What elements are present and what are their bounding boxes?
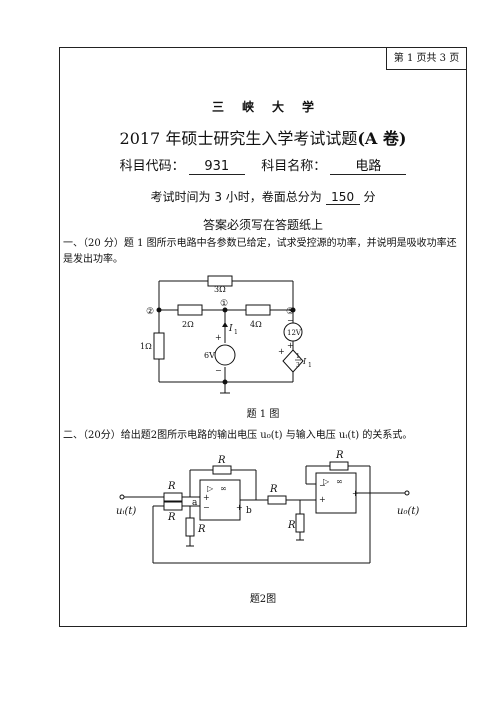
resistor-3ohm	[207, 275, 233, 287]
time-text: 考试时间为 3 小时，卷面总分为	[150, 190, 322, 204]
label-current-sub: 1	[234, 329, 238, 336]
opamp-1	[199, 479, 241, 521]
label-node-1: ①	[220, 299, 228, 309]
exam-title: 2017 年硕士研究生入学考试试题(A 卷)	[60, 125, 466, 149]
opamp2-inf: ∞	[336, 477, 343, 486]
opamp1-out-plus: +	[236, 503, 243, 512]
label-r-input: R	[167, 481, 176, 492]
opamp2-out-plus: +	[352, 489, 359, 498]
label-node-a: a	[192, 498, 198, 508]
subject-name: 电路	[330, 155, 407, 175]
opamp1-minus: −	[203, 503, 210, 512]
opamp-2	[315, 472, 357, 514]
label-dep-sub: 1	[308, 362, 312, 369]
label-v6: 6V	[204, 351, 215, 360]
voltage-source-12v	[283, 322, 303, 342]
label-node-2: ②	[146, 307, 154, 317]
university-name: 三峡大学	[211, 100, 332, 114]
figure-1-circuit: 3Ω 2Ω 4Ω 1Ω ① ② ③ I 1 + 6V − − 12V + + 1…	[140, 275, 312, 394]
figure-2-circuit: ▷ ∞ + − + ▷ ∞ − + + R R R R R R R a b uᵢ…	[116, 450, 419, 564]
label-r-ground2: R	[287, 520, 296, 531]
subject-code: 931	[188, 159, 245, 175]
opamp1-plus: +	[203, 493, 210, 502]
label-r-right-top: 4Ω	[250, 320, 262, 329]
question-2-text: 二、（20分）给出题2图所示电路的输出电压 u₀(t) 与输入电压 uᵢ(t) …	[63, 430, 413, 441]
label-dep-var: I	[302, 357, 307, 366]
label-r-left-top: 2Ω	[182, 320, 194, 329]
opamp1-symbol: ▷	[207, 484, 214, 493]
subject-name-label: 科目名称：	[261, 159, 327, 174]
subject-code-label: 科目代码：	[119, 159, 185, 174]
label-r-feedback1: R	[217, 455, 226, 466]
opamp1-inf: ∞	[220, 484, 227, 493]
label-dep-den: 3	[296, 362, 300, 369]
figure-2-caption: 题2图	[249, 594, 277, 605]
exam-title-main: 2017 年硕士研究生入学考试试题	[119, 129, 358, 148]
label-v12-minus: −	[287, 316, 294, 325]
voltage-source-6v	[214, 344, 236, 366]
exam-page-frame: 第 1 页共 3 页 三峡大学 2017 年硕士研究生入学考试试题(A 卷) 科…	[59, 47, 467, 627]
label-r-feedback2: R	[335, 450, 344, 461]
subject-line: 科目代码： 931 科目名称： 电路	[60, 155, 466, 175]
label-current: I	[228, 324, 233, 334]
label-v6-plus: +	[215, 333, 222, 342]
exam-time-line: 考试时间为 3 小时，卷面总分为 150 分	[60, 188, 466, 205]
resistor-2ohm	[177, 304, 203, 316]
dependent-voltage-source	[282, 349, 304, 373]
label-v6-minus: −	[215, 366, 222, 375]
label-dep-num: 1	[296, 353, 300, 360]
label-input-voltage: uᵢ(t)	[116, 506, 136, 517]
score-unit: 分	[363, 190, 376, 204]
label-output-voltage: u₀(t)	[397, 506, 419, 517]
exam-paper-label: (A 卷)	[357, 129, 407, 148]
label-r-left: 1Ω	[140, 342, 152, 351]
question-1-text: 一、（20 分）题 1 图所示电路中各参数已给定，试求受控源的功率，并说明是吸收…	[63, 238, 457, 265]
opamp2-symbol: ▷	[323, 477, 330, 486]
label-v12-plus: +	[287, 341, 294, 350]
label-node-3: ③	[286, 307, 294, 317]
answer-notice: 答案必须写在答题纸上	[202, 218, 323, 232]
page-indicator: 第 1 页共 3 页	[386, 47, 467, 70]
label-v12: 12V	[287, 329, 302, 337]
label-dep-plus: +	[278, 347, 285, 356]
label-r-ground1: R	[197, 524, 206, 535]
figure-1-caption: 题 1 图	[246, 409, 280, 420]
total-score: 150	[325, 190, 360, 205]
label-r-top: 3Ω	[214, 285, 226, 294]
label-node-b: b	[246, 506, 252, 516]
opamp2-plus: +	[319, 495, 326, 504]
current-arrow	[222, 322, 228, 327]
opamp2-minus: −	[319, 481, 326, 490]
label-r-mid: R	[269, 484, 278, 495]
resistor-4ohm	[245, 304, 271, 316]
label-r-lower: R	[167, 512, 176, 523]
resistor-1ohm	[153, 332, 165, 360]
